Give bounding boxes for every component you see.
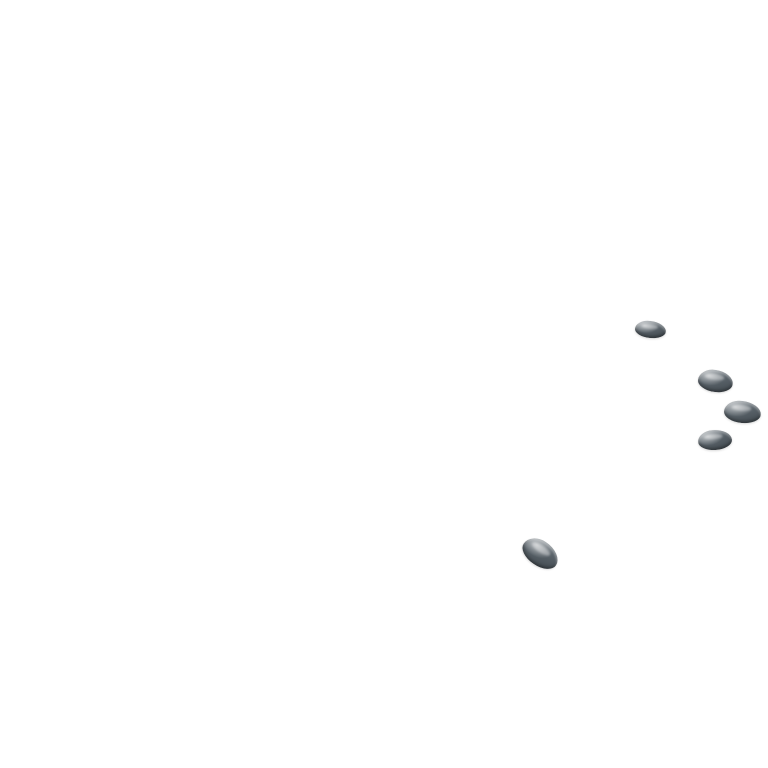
- nail-ring: [696, 367, 735, 395]
- nail-thumb: [517, 532, 564, 575]
- nail-middle: [722, 399, 763, 425]
- nail-index: [697, 428, 733, 452]
- nail-pinky: [634, 319, 667, 340]
